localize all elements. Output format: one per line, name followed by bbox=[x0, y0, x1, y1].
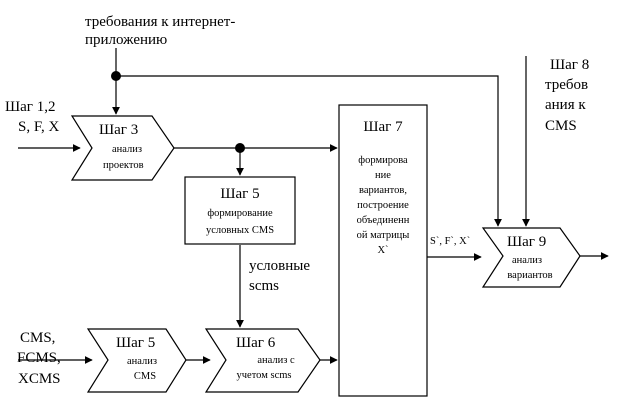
step8-title: Шаг 8 bbox=[550, 57, 589, 73]
junction-dot-top bbox=[111, 71, 121, 81]
step6-text-line2: учетом scms bbox=[237, 370, 292, 381]
junction-dot-middle bbox=[235, 143, 245, 153]
requirements-label-line2: приложению bbox=[85, 32, 167, 48]
conditional-scms-line2: scms bbox=[249, 278, 279, 294]
step5a-text-line1: формирование bbox=[207, 208, 273, 219]
step7-text-line2: ние bbox=[375, 170, 391, 181]
step5b-text-line2: CMS bbox=[134, 371, 156, 382]
step6-title: Шаг 6 bbox=[236, 335, 276, 351]
step7-text-line5: объединенн bbox=[357, 215, 410, 226]
step5b-chevron bbox=[86, 328, 187, 393]
step7-title: Шаг 7 bbox=[363, 119, 403, 135]
step8-text-line2: ания к bbox=[545, 97, 586, 113]
step7-text-line4: построение bbox=[357, 200, 409, 211]
step12-title: Шаг 1,2 bbox=[5, 99, 55, 115]
step9-text-line2: вариантов bbox=[507, 270, 552, 281]
cms-inputs-line2: FCMS, bbox=[17, 350, 61, 366]
step12-inputs: S, F, X bbox=[18, 119, 59, 135]
step5a-text-line2: условных CMS bbox=[206, 225, 274, 236]
requirements-label-line1: требования к интернет- bbox=[85, 14, 235, 30]
step5a-title: Шаг 5 bbox=[220, 186, 259, 202]
step9-text-line1: анализ bbox=[512, 255, 542, 266]
step8-text-line1: требов bbox=[545, 77, 588, 93]
step6-text-line1: анализ с bbox=[257, 355, 295, 366]
step7-text-line6: ой матрицы bbox=[357, 230, 410, 241]
req-to-step9-arrow bbox=[116, 75, 502, 227]
step7-box bbox=[338, 104, 428, 397]
conditional-scms-line1: условные bbox=[249, 258, 310, 274]
cms-inputs-line1: CMS, bbox=[20, 330, 55, 346]
cms-inputs-line3: XCMS bbox=[18, 371, 61, 387]
step5b-text-line1: анализ bbox=[127, 356, 157, 367]
step7-text-line1: формирова bbox=[358, 155, 408, 166]
step8-text-line3: CMS bbox=[545, 118, 577, 134]
step7-text-line3: вариантов, bbox=[359, 185, 407, 196]
step9-title: Шаг 9 bbox=[507, 234, 546, 250]
step3-text-line1: анализ bbox=[112, 144, 142, 155]
step6-chevron bbox=[204, 328, 321, 393]
step3-text-line2: проектов bbox=[103, 160, 144, 171]
step9-chevron bbox=[481, 227, 581, 288]
step3-title: Шаг 3 bbox=[99, 122, 138, 138]
step7-text-line7: X` bbox=[377, 245, 388, 256]
step3-chevron bbox=[70, 115, 175, 181]
step7-output-label: S`, F`, X` bbox=[430, 236, 470, 247]
step5a-box bbox=[184, 176, 296, 245]
step5b-title: Шаг 5 bbox=[116, 335, 155, 351]
